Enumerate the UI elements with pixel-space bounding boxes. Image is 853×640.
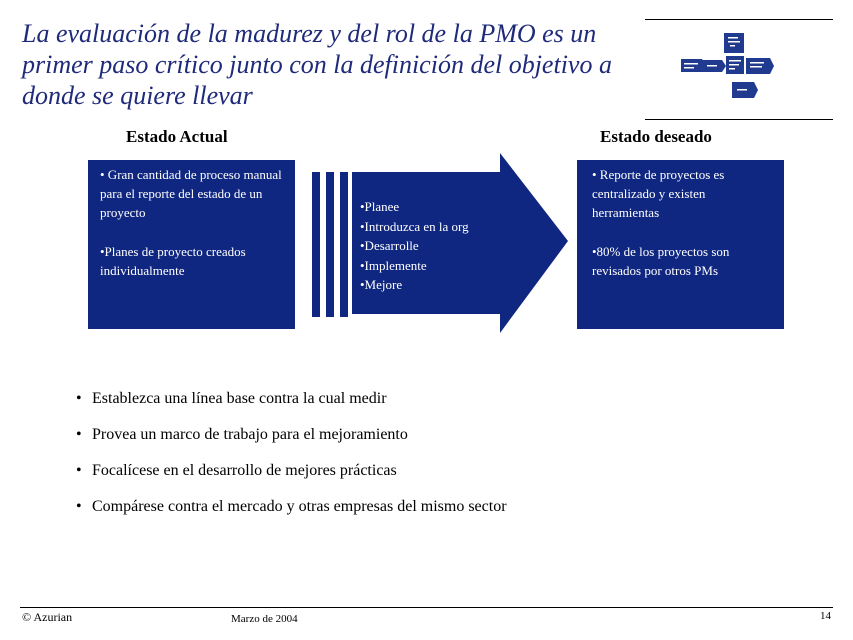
transition-bar (312, 172, 320, 317)
bullet-dot: • (76, 390, 82, 407)
bullet-dot: • (76, 426, 82, 443)
current-state-bullet: •Planes de proyecto creados individualme… (100, 244, 246, 278)
list-item: • Provea un marco de trabajo para el mejo… (76, 424, 507, 460)
footer-copyright: © Azurian (22, 610, 73, 624)
transition-arrow (352, 153, 568, 333)
current-state-box: • Gran cantidad de proceso manual para e… (88, 160, 295, 329)
desired-state-heading: Estado deseado (600, 127, 712, 146)
desired-state-bullet: •80% de los proyectos son revisados por … (592, 244, 730, 278)
transition-step: •Implemente (360, 257, 427, 273)
footer-date: Marzo de 2004 (231, 613, 298, 625)
page-number: 14 (820, 610, 831, 622)
bullet-dot: • (76, 498, 82, 515)
list-item-text: Provea un marco de trabajo para el mejor… (92, 426, 408, 443)
recommendation-list: • Establezca una línea base contra la cua… (76, 388, 507, 532)
list-item-text: Focalícese en el desarrollo de mejores p… (92, 462, 397, 479)
list-item: • Establezca una línea base contra la cua… (76, 388, 507, 424)
current-state-heading: Estado Actual (126, 127, 228, 146)
list-item-text: Compárese contra el mercado y otras empr… (92, 498, 507, 515)
transition-step: •Planee (360, 199, 400, 214)
bullet-dot: • (76, 462, 82, 479)
transition-step: •Desarrolle (360, 238, 419, 253)
current-state-bullet: • Gran cantidad de proceso manual para e… (100, 167, 282, 220)
transition-bar (340, 172, 348, 317)
transition-steps: •Planee •Introduzca en la org •Desarroll… (360, 197, 469, 295)
upper-rule (645, 119, 833, 120)
transition-bar (326, 172, 334, 317)
desired-state-bullet: • Reporte de proyectos es centralizado y… (592, 167, 725, 220)
transition-step: •Mejore (360, 277, 403, 292)
list-item: • Compárese contra el mercado y otras emp… (76, 496, 507, 532)
top-rule (645, 19, 833, 20)
list-item: • Focalícese en el desarrollo de mejores … (76, 460, 507, 496)
list-item-text: Establezca una línea base contra la cual… (92, 390, 387, 407)
slide-title: La evaluación de la madurez y del rol de… (22, 19, 612, 110)
desired-state-box: • Reporte de proyectos es centralizado y… (577, 160, 784, 329)
process-diagram-thumbnail-icon (681, 33, 774, 98)
footer-rule (20, 607, 833, 608)
transition-step: •Introduzca en la org (360, 218, 469, 234)
